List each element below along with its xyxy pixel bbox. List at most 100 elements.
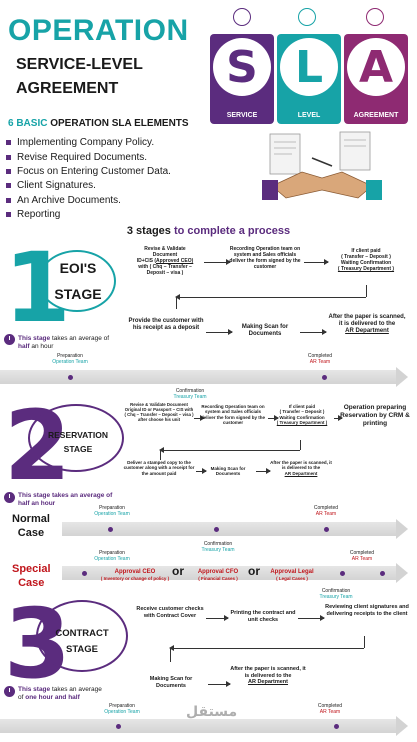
approval-legal: Approval Legal ( Legal Cases ) (262, 569, 322, 582)
stage1-step1-line3b: Approved CEO) (156, 258, 194, 264)
normal-case-label: Normal Case (12, 512, 50, 541)
stage1-arrow (204, 259, 231, 265)
element-item: Revise Required Documents. (5, 152, 148, 163)
special-done-team: AR Team (351, 556, 373, 562)
stage1-step1-line4: with ( Chq – Transfer – (138, 264, 192, 270)
sla-label-service: SERVICE (226, 112, 258, 119)
stage3-time-line1b: takes an average (51, 686, 102, 693)
stage2-step-revise: Revise & Validate Document Original ID o… (124, 402, 194, 423)
stage3-step-scan: Making Scan for Documents (149, 676, 193, 689)
elements-heading-prefix: 6 BASIC (8, 118, 48, 129)
stage1-step1-line2: Document (152, 252, 178, 258)
sla-label-level: LEVEL (297, 112, 321, 119)
stage1-step-receipt: Provide the customer with his receipt as… (128, 318, 204, 332)
special-prep-team: Operation Team (94, 556, 130, 562)
stage3-arrow (298, 615, 325, 621)
page-title: OPERATION (8, 14, 189, 47)
stage1-step6-line1: After the paper is scanned, it is delive… (328, 314, 406, 328)
stage3-step-checks: Receive customer checks with Contract Co… (136, 606, 204, 619)
sla-card-service: S SERVICE (210, 34, 274, 124)
stage1-connector (366, 285, 367, 297)
stage2-step-scan: Making Scan for Documents (210, 466, 246, 477)
element-item: Client Signatures. (6, 180, 96, 191)
special-timeline-prep: Preparation Operation Team (82, 550, 142, 562)
clock-icon (4, 334, 15, 345)
special-conf-label: Confirmation (321, 588, 351, 594)
stage3-title-line1: CONTRACT (55, 628, 109, 639)
stage3-connector (364, 636, 365, 648)
element-item: Implementing Company Policy. (5, 137, 155, 148)
stages-heading-part2: to complete a process (173, 225, 291, 237)
stage1-timeline-bar (0, 367, 408, 387)
sla-letter-a: A (347, 38, 405, 96)
stage1-arrow (304, 259, 329, 265)
stage3-timeline-bar (0, 716, 408, 736)
stage1-conf-label: Confirmation (175, 388, 205, 394)
approval-legal-title: Approval Legal (270, 569, 314, 575)
stage2-connector (300, 440, 301, 450)
stage1-timeline-conf: Confirmation Treasury Team (160, 388, 220, 400)
stage1-step-paid: If client paid ( Transfer – Deposit ) Wa… (326, 248, 406, 272)
stage1-step1-line3a: ID+CIS ( (136, 258, 157, 264)
stage1-timeline-dot (322, 375, 327, 380)
special-timeline-conf: Confirmation Treasury Team (306, 588, 366, 600)
stage2-step3-line2: ( Transfer – Deposit ) (279, 409, 325, 415)
sla-letter-l: L (280, 38, 338, 96)
approval-ceo: Approval CEO ( Inventory or change of po… (100, 569, 170, 582)
stage1-timeline-prep: Preparation Operation Team (40, 353, 100, 365)
stage3-connector (170, 648, 171, 662)
normal-prep-label: Preparation (99, 505, 125, 511)
stage2-step-paid: If client paid ( Transfer – Deposit ) Wa… (270, 404, 334, 426)
stage2-arrow (159, 447, 300, 453)
stage2-step-reservation: Operation preparing Reservation by CRM &… (340, 404, 410, 427)
special-timeline-dot (82, 571, 87, 576)
handshake-illustration (262, 128, 382, 210)
stage2-step-recording: Recording Operation team on system and S… (200, 404, 265, 426)
approval-cfo-note: ( Financial Cases ) (198, 576, 238, 582)
sla-cards: S SERVICE L LEVEL A AGREEMENT (210, 34, 410, 124)
stage1-done-team: AR Team (309, 359, 331, 365)
stage1-arrow (175, 294, 366, 300)
stage3-arrow (169, 645, 364, 651)
stage1-arrow (206, 329, 233, 335)
stages-heading: 3 stages to complete a process (0, 225, 417, 237)
watermark: مستقل (186, 703, 238, 719)
agreement-icon (366, 8, 384, 26)
stage3-timeline-done: Completed AR Team (300, 703, 360, 715)
stage1-time: This stage takes an average of half an h… (18, 335, 109, 352)
stage1-time-line2a: half (18, 343, 30, 351)
special-prep-label: Preparation (99, 550, 125, 556)
elements-heading: 6 BASIC OPERATION SLA ELEMENTS (8, 118, 189, 129)
normal-case-line2: Case (17, 527, 45, 540)
sla-label-agreement: AGREEMENT (353, 112, 399, 119)
normal-timeline-conf: Confirmation Treasury Team (188, 541, 248, 553)
stage3-step5-line1: After the paper is scanned, it is delive… (230, 666, 306, 679)
stage3-done-team: AR Team (319, 709, 341, 715)
stage3-prep-team: Operation Team (104, 709, 140, 715)
stage2-title-line1: RESERVATION (48, 430, 108, 440)
approval-cfo-title: Approval CFO (197, 569, 239, 575)
stage3-arrow (208, 681, 231, 687)
stage3-timeline-prep: Preparation Operation Team (92, 703, 152, 715)
or-label: or (172, 564, 184, 578)
stage2-step7-line1: After the paper is scanned, it is delive… (270, 460, 332, 471)
stage3-arrow (206, 615, 229, 621)
stage1-time-line1b: takes an average of (51, 335, 110, 342)
stage1-step3-line1: If client paid (351, 248, 381, 254)
stage2-arrow (256, 468, 271, 474)
stage3-time: This stage takes an average of one hour … (18, 686, 102, 703)
special-case-label: Special Case (12, 562, 51, 591)
stage2-arrow (334, 415, 343, 421)
approval-ceo-title: Approval CEO (114, 569, 156, 575)
approval-cfo: Approval CFO ( Financial Cases ) (188, 569, 248, 582)
stage1-prep-label: Preparation (57, 353, 83, 359)
clock-icon (4, 686, 15, 697)
special-conf-team: Treasury Team (319, 594, 353, 600)
normal-timeline-dot (214, 527, 219, 532)
stage1-done-label: Completed (307, 353, 333, 359)
elements-heading-rest: OPERATION SLA ELEMENTS (50, 118, 189, 129)
stage3-time-line1a: This stage (18, 686, 51, 693)
stage1-timeline-done: Completed AR Team (290, 353, 350, 365)
stage1-prep-team: Operation Team (52, 359, 88, 365)
stage1-title-line1: EOI'S (59, 260, 97, 276)
